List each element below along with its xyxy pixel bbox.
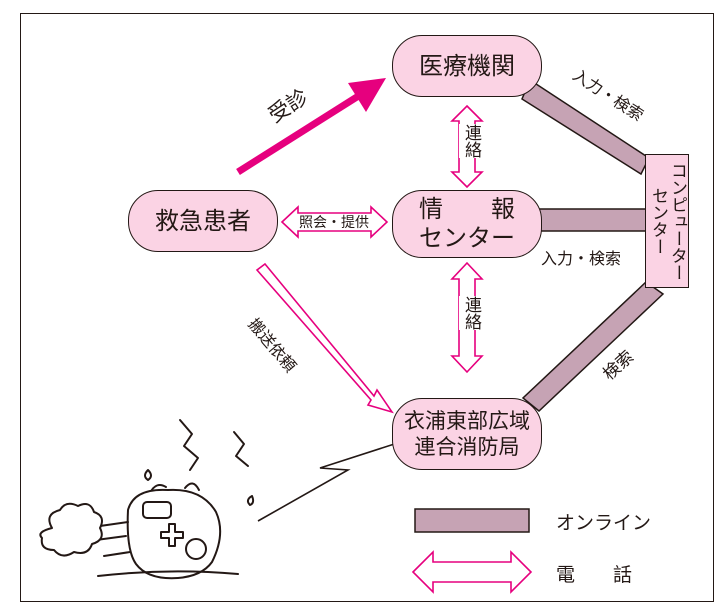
node-shobo-kyoku: 衣浦東部広域 連合消防局 [392, 398, 542, 470]
phone-arrow-kyukyu-johou [280, 205, 389, 239]
node-kyukyu-kanja: 救急患者 [128, 190, 278, 252]
node-johou-center: 情 報 センター [392, 190, 542, 258]
phone-arrow-hanso [255, 262, 394, 414]
node-johou-center-line1: 情 報 [419, 195, 515, 223]
node-johou-center-line2: センター [419, 224, 515, 252]
node-iryo-kikan-label: 医療機関 [419, 51, 515, 80]
link-johou-computer [537, 208, 647, 232]
consult-arrow [236, 78, 386, 175]
node-kyukyu-kanja-label: 救急患者 [155, 206, 251, 235]
node-shobo-kyoku-line1: 衣浦東部広域 [404, 409, 530, 433]
ambulance-icon [39, 419, 255, 580]
legend-phone-arrow [411, 550, 533, 594]
link-shobo-computer [521, 281, 665, 412]
legend-online-swatch [414, 508, 530, 533]
label-renraku-upper: 連絡 [459, 124, 484, 158]
legend-phone-label: 電 話 [556, 564, 633, 586]
label-nyuryoku-kensaku-mid: 入力・検索 [541, 249, 622, 268]
diagram-frame [20, 13, 714, 602]
node-shobo-kyoku-line2: 連合消防局 [414, 435, 520, 459]
label-renraku-lower: 連絡 [459, 296, 484, 330]
legend-online-label: オンライン [556, 512, 652, 534]
label-shokai-teikyo: 照会・提供 [299, 215, 369, 231]
node-computer-center-label: コンピューターセンター [648, 161, 687, 281]
radio-signal [257, 437, 414, 522]
node-computer-center: コンピューターセンター [645, 154, 689, 288]
node-iryo-kikan: 医療機関 [392, 35, 542, 97]
